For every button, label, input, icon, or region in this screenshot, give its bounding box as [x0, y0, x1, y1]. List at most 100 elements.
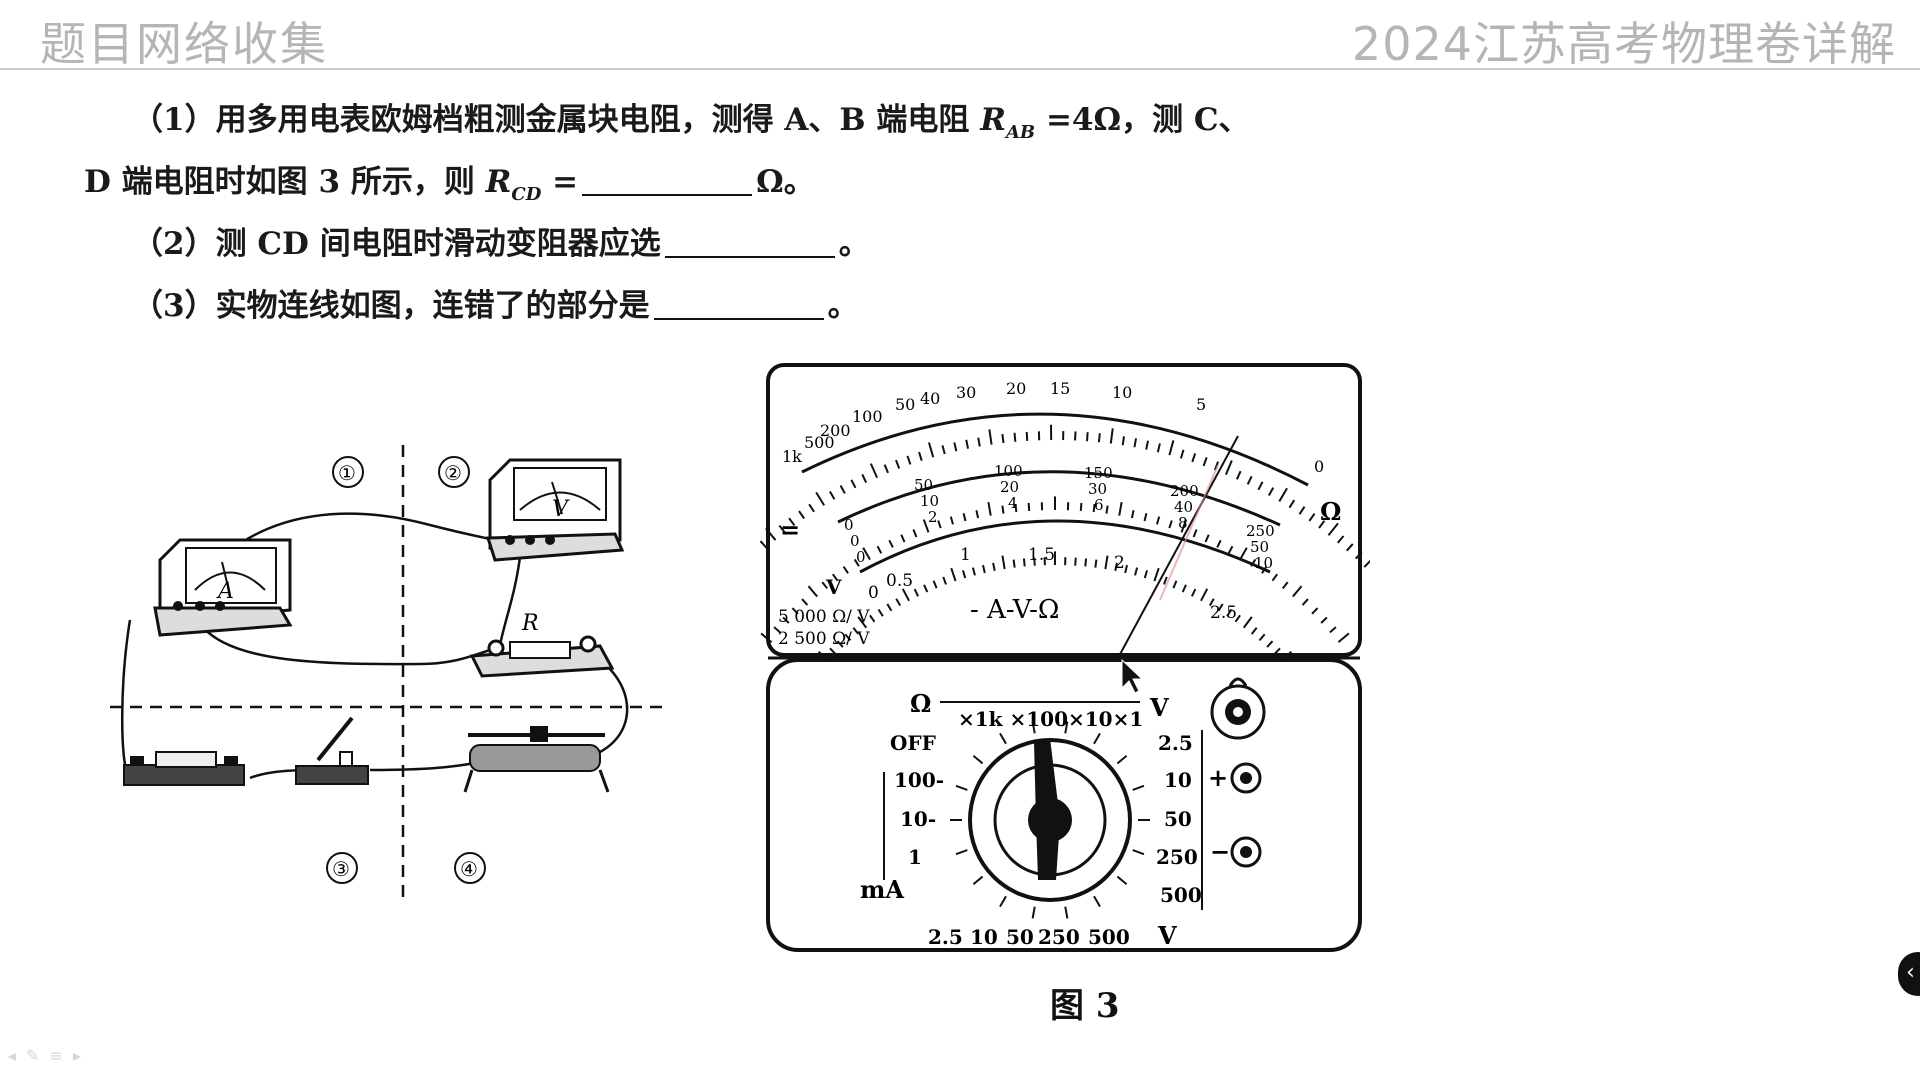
slide-nav-toolbar: ◂✎≡▸	[8, 1046, 91, 1065]
power-supply	[123, 751, 245, 786]
q1-text-2: D 端电阻时如图 3 所示，则	[84, 164, 475, 200]
dc-mid-50: 50	[1250, 538, 1269, 556]
q2-answer-blank[interactable]	[664, 226, 835, 258]
selector-dial[interactable]	[968, 738, 1132, 902]
dial-acv-50[interactable]: 50	[1006, 925, 1034, 949]
dc-mid-30: 30	[1088, 480, 1107, 498]
dial-v-10[interactable]: 10	[1164, 768, 1192, 792]
ohm-tick-100: 100	[852, 407, 883, 426]
sensitivity-1: 5 000 Ω/ V	[778, 607, 870, 627]
plus-terminal[interactable]	[1230, 762, 1262, 794]
question-3: （3）实物连线如图，连错了的部分是 。	[132, 280, 859, 325]
q3-answer-blank[interactable]	[653, 288, 824, 320]
dc-mid-40: 40	[1174, 498, 1193, 516]
region-label-1: ①	[338, 461, 356, 485]
dc-low-8: 8	[1178, 514, 1188, 532]
ohm-adjust-knob[interactable]	[1210, 677, 1266, 740]
q1-rab-symbol: R	[980, 102, 1006, 138]
dial-ohm-label: Ω	[910, 689, 931, 718]
dial-v-ac-label: V	[1149, 693, 1169, 722]
dial-ma-1[interactable]: 1	[908, 845, 922, 869]
dial-ticks	[950, 721, 1150, 919]
ohm-tick-50: 50	[895, 395, 915, 414]
ohm-tick-20: 20	[1006, 379, 1026, 398]
q1-rab-sub: AB	[1005, 122, 1036, 143]
ac-tick-1-5: 1.5	[1028, 545, 1055, 565]
rheostat	[463, 726, 610, 793]
ohm-tick-30: 30	[956, 383, 976, 402]
ac-tick-0-5: 0.5	[886, 571, 913, 591]
dc-low-4: 4	[1008, 494, 1018, 512]
ac-scale-symbol: V	[825, 575, 842, 599]
dc-mid-0: 0	[850, 532, 860, 550]
dial-ma-10[interactable]: 10-	[900, 807, 936, 831]
ac-tick-0: 0	[868, 583, 879, 603]
meter-scale-ticks	[760, 424, 1370, 662]
dial-v-50[interactable]: 50	[1164, 807, 1192, 831]
header-left-title: 题目网络收集	[40, 17, 328, 71]
switch	[295, 716, 369, 785]
dial-bottom-v-label: V	[1157, 921, 1177, 950]
ammeter-label: A	[216, 579, 234, 604]
q1-eq: =	[552, 164, 579, 200]
question-1-line-1: （1）用多用电表欧姆档粗测金属块电阻，测得 A、B 端电阻 RAB =4Ω，测 …	[132, 94, 1250, 143]
dial-ma-100[interactable]: 100-	[894, 768, 944, 792]
cursor-icon	[1121, 658, 1144, 694]
question-1-line-2: D 端电阻时如图 3 所示，则 RCD =Ω。	[84, 156, 815, 205]
question-2: （2）测 CD 间电阻时滑动变阻器应选。	[132, 218, 870, 263]
ac-tick-2-5: 2.5	[1210, 603, 1237, 623]
ohm-tick-15: 15	[1050, 379, 1070, 398]
dc-low-10: 10	[1254, 554, 1273, 572]
dc-mid-10: 10	[920, 492, 939, 510]
ohm-tick-500: 500	[804, 433, 835, 452]
dc-top-50: 50	[914, 476, 933, 494]
header-right-title: 2024江苏高考物理卷详解	[1351, 17, 1896, 71]
q3-text: （3）实物连线如图，连错了的部分是	[132, 288, 650, 324]
q1-text: （1）用多用电表欧姆档粗测金属块电阻，测得 A、B 端电阻	[132, 102, 970, 138]
pen-icon[interactable]: ✎	[26, 1046, 50, 1065]
region-label-3: ③	[332, 857, 350, 881]
sensitivity-2: 2 500 Ω/ V	[778, 629, 870, 649]
ac-tick-2: 2	[1114, 553, 1125, 573]
dc-top-250: 250	[1246, 522, 1275, 540]
dial-acv-10[interactable]: 10	[970, 925, 998, 949]
dial-acv-2-5[interactable]: 2.5	[928, 925, 963, 949]
q1-rcd-sub: CD	[511, 184, 542, 205]
prev-icon[interactable]: ◂	[8, 1046, 27, 1065]
plus-label: +	[1208, 763, 1228, 792]
header-divider	[0, 68, 1920, 70]
dial-acv-250[interactable]: 250	[1038, 925, 1080, 949]
dial-ma-label: mA	[860, 875, 904, 904]
dial-v-500[interactable]: 500	[1160, 883, 1202, 907]
minus-label: −	[1210, 837, 1230, 866]
q1-answer-blank[interactable]	[582, 164, 753, 196]
side-panel-toggle-button[interactable]: ‹	[1898, 952, 1920, 996]
dc-top-200: 200	[1170, 482, 1199, 500]
meter-pointer	[1117, 435, 1239, 659]
q3-end: 。	[827, 288, 859, 324]
dc-top-100: 100	[994, 462, 1023, 480]
dial-v-2-5[interactable]: 2.5	[1158, 731, 1193, 755]
resistor-label: R	[521, 611, 539, 636]
minus-terminal[interactable]	[1230, 836, 1262, 868]
region-label-4: ④	[460, 857, 478, 881]
ohm-tick-1k: 1k	[782, 447, 802, 466]
dial-off[interactable]: OFF	[890, 731, 936, 755]
multimeter: 1k 500 200 100 50 40 30 20 15 10 5 0 0 5…	[760, 363, 1370, 952]
q2-end: 。	[838, 226, 870, 262]
circuit-diagram: A V R	[110, 445, 668, 900]
chevron-left-icon: ‹	[1906, 960, 1915, 985]
ohm-tick-5: 5	[1196, 395, 1206, 414]
dial-acv-500[interactable]: 500	[1088, 925, 1130, 949]
menu-icon[interactable]: ≡	[49, 1046, 73, 1065]
dc-low-2: 2	[928, 508, 938, 526]
ammeter: A	[153, 538, 293, 637]
next-icon[interactable]: ▸	[72, 1046, 91, 1065]
dc-low-6: 6	[1094, 496, 1104, 514]
dial-v-250[interactable]: 250	[1156, 845, 1198, 869]
voltmeter-label: V	[552, 497, 570, 522]
resistor-r: R	[469, 611, 615, 678]
q1-rab-value: =4Ω，测 C、	[1045, 102, 1250, 138]
q1-unit: Ω。	[756, 164, 815, 200]
ohm-tick-200: 200	[820, 421, 851, 440]
